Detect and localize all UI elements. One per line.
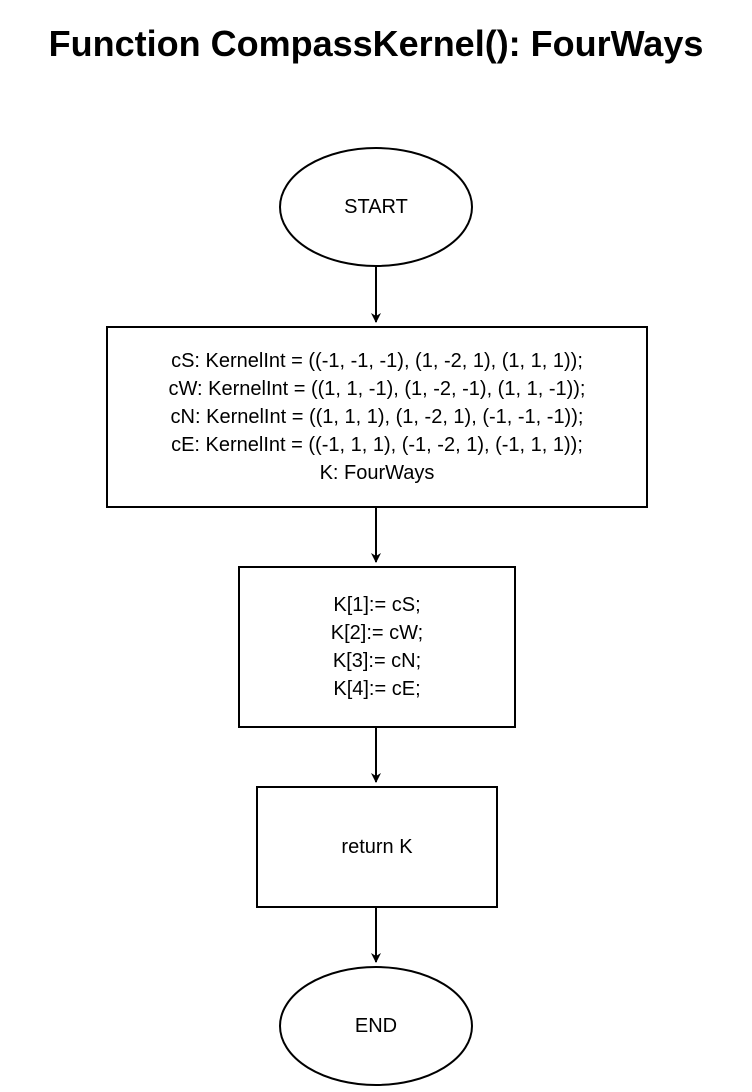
assignment-line: K[3]:= cN; [332, 650, 422, 672]
assignment-line: K[1]:= cS; [333, 594, 421, 616]
declaration-line: cW: KernelInt = ((1, 1, -1), (1, -2, -1)… [168, 378, 586, 400]
end-label: END [280, 967, 472, 1085]
declaration-line: K: FourWays [319, 462, 435, 484]
assignment-line: K[2]:= cW; [330, 622, 424, 644]
declarations-label: cS: KernelInt = ((-1, -1, -1), (1, -2, 1… [107, 327, 647, 507]
return-label-text: return K [341, 836, 413, 858]
declaration-line: cS: KernelInt = ((-1, -1, -1), (1, -2, 1… [171, 350, 583, 372]
assignments-node [238, 566, 516, 728]
start-label: START [280, 148, 472, 266]
diagram-title: Function CompassKernel(): FourWays [48, 23, 704, 64]
return-label: return K [257, 787, 497, 907]
end-label-text: END [354, 1015, 398, 1037]
start-label-text: START [344, 196, 408, 218]
declaration-line: cN: KernelInt = ((1, 1, 1), (1, -2, 1), … [170, 406, 584, 428]
declaration-line: cE: KernelInt = ((-1, 1, 1), (-1, -2, 1)… [171, 434, 583, 456]
end-node [279, 966, 473, 1086]
assignments-label: K[1]:= cS; K[2]:= cW; K[3]:= cN; K[4]:= … [239, 567, 515, 727]
assignment-line: K[4]:= cE; [333, 678, 421, 700]
